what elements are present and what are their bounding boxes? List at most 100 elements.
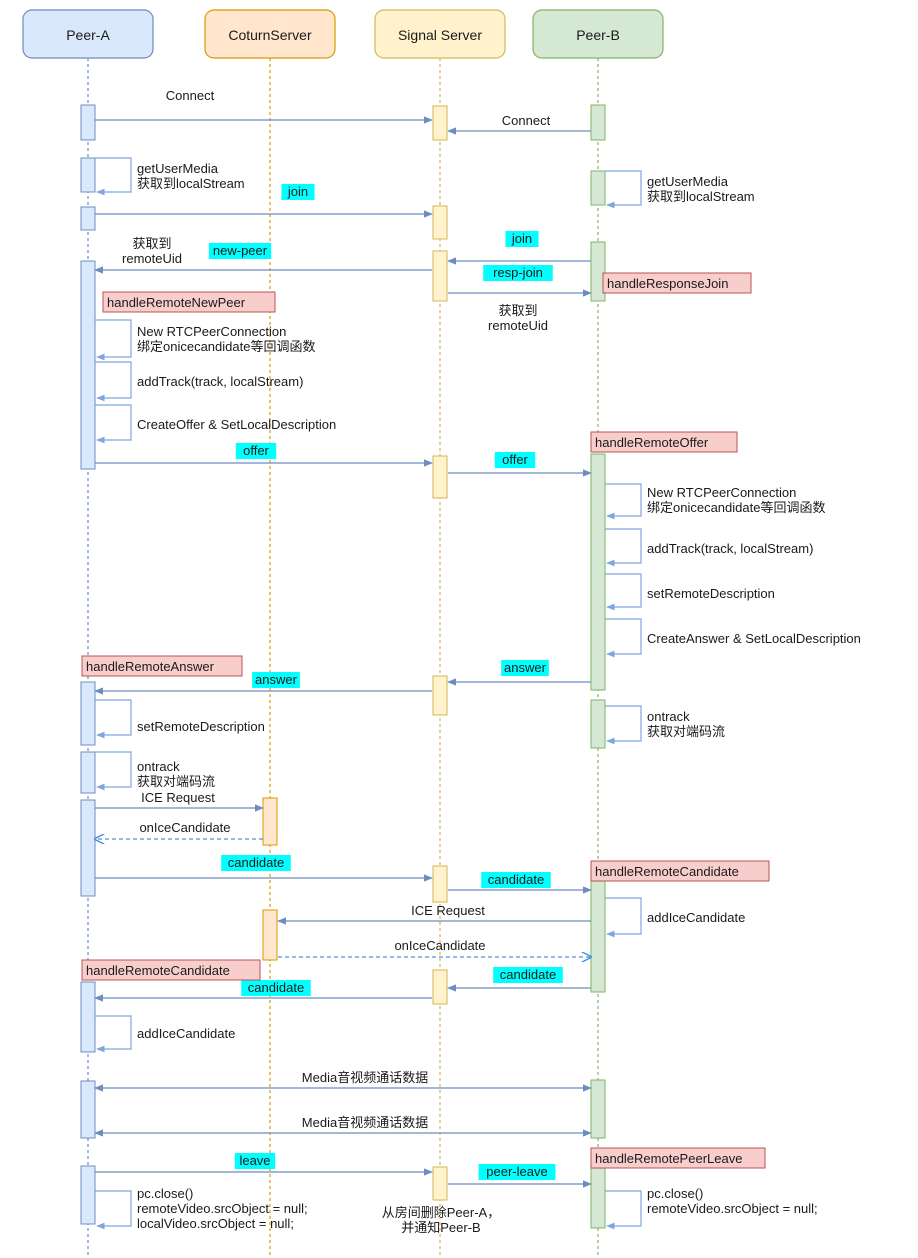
activation-a bbox=[80, 681, 96, 746]
message-label: Media音视频通话数据 bbox=[302, 1070, 428, 1085]
message-label: candidate bbox=[248, 980, 304, 995]
handler-label: handleRemoteNewPeer bbox=[107, 295, 246, 310]
participant-box bbox=[204, 9, 336, 59]
activation-b bbox=[590, 104, 606, 141]
self-call-text: pc.close() bbox=[647, 1186, 703, 1201]
side-note-text: 获取到 bbox=[132, 236, 171, 251]
handler-notes: handleRemoteNewPeer handleResponseJoin han… bbox=[81, 272, 770, 1169]
label-highlight bbox=[241, 980, 311, 996]
message-label: Connect bbox=[166, 88, 215, 103]
self-call-text: setRemoteDescription bbox=[647, 586, 775, 601]
message-label: answer bbox=[504, 660, 547, 675]
self-call-arrow bbox=[605, 897, 642, 938]
handler-note bbox=[590, 1147, 766, 1169]
message-label: resp-join bbox=[493, 265, 543, 280]
self-call-text: 绑定onicecandidate等回调函数 bbox=[137, 339, 315, 354]
label-highlight bbox=[501, 660, 549, 676]
self-call-text: addIceCandidate bbox=[137, 1026, 235, 1041]
participant-label: Peer-B bbox=[576, 27, 620, 43]
activation-bars bbox=[80, 104, 606, 1229]
label-highlight bbox=[208, 243, 272, 259]
message-label: ICE Request bbox=[411, 903, 485, 918]
self-call-arrow bbox=[95, 361, 132, 402]
participant-label: CoturnServer bbox=[228, 27, 312, 43]
label-highlight bbox=[235, 443, 277, 459]
activation-a bbox=[80, 1165, 96, 1225]
side-note-text: 并通知Peer-B bbox=[401, 1220, 480, 1235]
message-label: ICE Request bbox=[141, 790, 215, 805]
handler-label: handleRemoteAnswer bbox=[86, 659, 215, 674]
self-call-arrow bbox=[605, 1190, 642, 1230]
label-highlight bbox=[505, 231, 539, 247]
side-notes: 获取到remoteUid获取到remoteUid从房间删除Peer-A，并通知P… bbox=[122, 236, 548, 1235]
activation-a bbox=[80, 751, 96, 794]
handler-note bbox=[102, 291, 276, 313]
self-call-arrow bbox=[605, 483, 642, 520]
label-highlight bbox=[234, 1153, 276, 1169]
self-call-text: pc.close() bbox=[137, 1186, 193, 1201]
participant-label: Signal Server bbox=[398, 27, 482, 43]
self-call-arrow bbox=[95, 1190, 132, 1230]
side-note-text: 获取到 bbox=[498, 303, 537, 318]
activation-a bbox=[80, 157, 96, 193]
self-call-text: getUserMedia bbox=[137, 161, 219, 176]
activation-s bbox=[432, 969, 448, 1005]
activation-c bbox=[262, 797, 278, 846]
activation-s bbox=[432, 455, 448, 499]
activation-s bbox=[432, 105, 448, 141]
self-call-text: 获取对端码流 bbox=[647, 724, 725, 739]
label-highlight bbox=[478, 1164, 556, 1180]
label-highlight bbox=[483, 265, 553, 281]
participant-label: Peer-A bbox=[66, 27, 110, 43]
message-label: peer-leave bbox=[486, 1164, 547, 1179]
message-label: onIceCandidate bbox=[394, 938, 485, 953]
activation-c bbox=[262, 909, 278, 961]
self-call-arrow bbox=[95, 751, 132, 791]
self-call-arrow bbox=[95, 319, 132, 361]
self-call-text: ontrack bbox=[137, 759, 180, 774]
activation-b bbox=[590, 241, 606, 302]
activation-b bbox=[590, 1079, 606, 1139]
self-call-arrow bbox=[95, 404, 132, 444]
activation-s bbox=[432, 250, 448, 302]
self-call-text: getUserMedia bbox=[647, 174, 729, 189]
self-call-text: addTrack(track, localStream) bbox=[647, 541, 813, 556]
message-label: offer bbox=[243, 443, 269, 458]
self-call-text: addIceCandidate bbox=[647, 910, 745, 925]
handler-label: handleResponseJoin bbox=[607, 276, 728, 291]
message-label: new-peer bbox=[213, 243, 268, 258]
activation-a bbox=[80, 799, 96, 897]
self-call-text: New RTCPeerConnection bbox=[137, 324, 286, 339]
activation-b bbox=[590, 878, 606, 993]
activation-a bbox=[80, 260, 96, 470]
handler-note bbox=[602, 272, 752, 294]
self-call-text: remoteVideo.srcObject = null; bbox=[137, 1201, 308, 1216]
self-call-text: addTrack(track, localStream) bbox=[137, 374, 303, 389]
activation-b bbox=[590, 453, 606, 691]
side-note-text: remoteUid bbox=[122, 251, 182, 266]
message-label: answer bbox=[255, 672, 298, 687]
self-call-arrow bbox=[605, 573, 642, 611]
participant-box bbox=[532, 9, 664, 59]
activation-b bbox=[590, 170, 606, 206]
activation-a bbox=[80, 206, 96, 231]
participant-box bbox=[22, 9, 154, 59]
self-call-text: 获取对端码流 bbox=[137, 774, 215, 789]
message-label: candidate bbox=[500, 967, 556, 982]
message-label: candidate bbox=[488, 872, 544, 887]
self-call-text: ontrack bbox=[647, 709, 690, 724]
activation-s bbox=[432, 675, 448, 716]
label-highlight bbox=[281, 184, 315, 200]
message-label: join bbox=[287, 184, 308, 199]
message-label: Media音视频通话数据 bbox=[302, 1115, 428, 1130]
label-highlight bbox=[252, 672, 300, 688]
self-call-arrow bbox=[95, 1015, 132, 1053]
self-call-arrow bbox=[605, 705, 642, 745]
message-label: candidate bbox=[228, 855, 284, 870]
activation-s bbox=[432, 865, 448, 903]
label-highlight bbox=[481, 872, 551, 888]
self-call-text: CreateOffer & SetLocalDescription bbox=[137, 417, 336, 432]
self-call-text: CreateAnswer & SetLocalDescription bbox=[647, 631, 861, 646]
